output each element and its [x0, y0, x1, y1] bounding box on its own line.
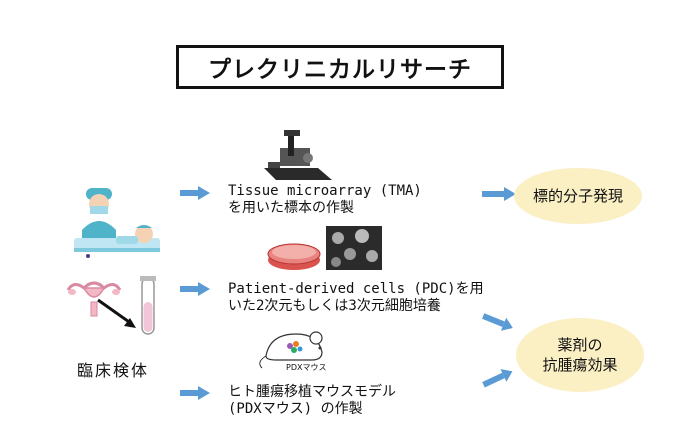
method-3-text: ヒト腫瘍移植マウスモデル (PDXマウス) の作製 — [228, 384, 396, 418]
pdx-mouse-icon — [259, 331, 323, 369]
tma-machine-icon — [264, 130, 332, 180]
arrow-to-outcome-1 — [482, 187, 516, 201]
method-1-text: Tissue microarray (TMA) を用いた標本の作製 — [228, 183, 422, 217]
outcome-1-label: 標的分子発現 — [532, 187, 623, 205]
outcome-2-line1: 薬剤の — [557, 336, 603, 354]
uterus-tube-icon — [66, 276, 156, 335]
method-2-line2: いた2次元もしくは3次元細胞培養 — [228, 298, 441, 314]
method-2-line1: Patient-derived cells (PDC)を用 — [228, 281, 484, 297]
doctor-patient-icon — [74, 188, 160, 258]
method-1-line1: Tissue microarray (TMA) — [228, 183, 422, 199]
arrow-to-outcome-2a — [482, 313, 513, 331]
method-3-line2: (PDXマウス) の作製 — [228, 401, 363, 417]
method-3-line1: ヒト腫瘍移植マウスモデル — [228, 384, 396, 400]
arrow-to-method-1 — [180, 186, 210, 200]
method-2-text: Patient-derived cells (PDC)を用 いた2次元もしくは3… — [228, 281, 484, 315]
method-1-line2: を用いた標本の作製 — [228, 200, 354, 216]
title-box: プレクリニカルリサーチ — [176, 45, 504, 89]
arrow-to-method-2 — [180, 282, 210, 296]
mouse-caption: PDXマウス — [286, 363, 327, 372]
cell-micrograph-icon — [326, 226, 382, 270]
specimen-label: 臨床検体 — [77, 361, 150, 380]
culture-dish-icon — [267, 243, 321, 270]
arrow-to-outcome-2b — [482, 369, 513, 388]
title: プレクリニカルリサーチ — [208, 57, 472, 83]
outcome-antitumor-effect: 薬剤の 抗腫瘍効果 — [516, 318, 644, 392]
outcome-2-line2: 抗腫瘍効果 — [542, 356, 618, 374]
arrow-to-method-3 — [180, 386, 210, 400]
outcome-target-expression: 標的分子発現 — [514, 168, 642, 224]
